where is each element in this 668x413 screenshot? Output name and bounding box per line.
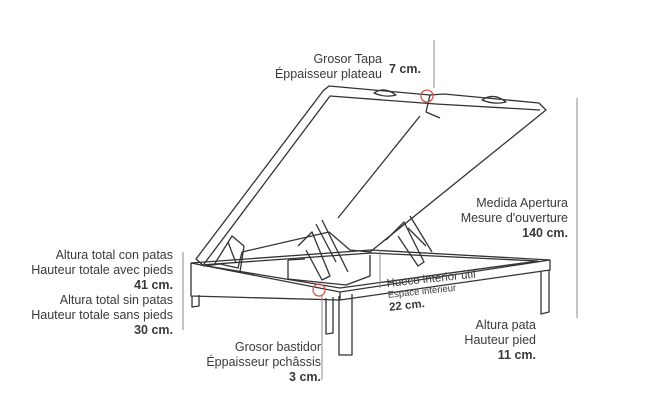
lid-split — [425, 94, 431, 113]
front-right-leg — [338, 294, 353, 356]
grosor-bastidor-fr: Éppaisseur pchâssis — [206, 355, 321, 369]
lid-edge — [203, 95, 541, 265]
label-grosor-bastidor: Grosor bastidor Éppaisseur pchâssis 3 cm… — [180, 340, 321, 385]
divider-top — [287, 258, 306, 261]
altura-con-patas-es: Altura total con patas — [55, 248, 173, 262]
gas-strut — [337, 111, 441, 219]
back-right-leg — [540, 270, 550, 315]
medida-apertura-fr: Mesure d'ouverture — [460, 211, 568, 225]
grosor-bastidor-value: 3 cm. — [289, 370, 321, 384]
grosor-tapa-fr: Éppaisseur plateau — [274, 67, 382, 81]
label-altura-total-con-patas: Altura total con patas Hauteur totale av… — [0, 248, 173, 293]
altura-sin-patas-value: 30 cm. — [134, 323, 173, 337]
grosor-tapa-es: Grosor Tapa — [313, 52, 382, 66]
altura-con-patas-value: 41 cm. — [134, 278, 173, 292]
handle-left — [373, 89, 397, 97]
left-leg — [191, 295, 200, 308]
front-left-leg — [325, 297, 334, 335]
handle-right — [481, 95, 507, 104]
base-inner-rim — [200, 252, 539, 289]
label-medida-apertura: Medida Apertura Mesure d'ouverture 140 c… — [430, 196, 568, 241]
grosor-bastidor-es: Grosor bastidor — [234, 340, 321, 354]
center-divider — [287, 255, 371, 286]
altura-con-patas-fr: Hauteur totale avec pieds — [31, 263, 173, 277]
altura-pata-fr: Hauteur pied — [464, 333, 536, 347]
lift-mechanism-center — [297, 219, 349, 281]
medida-apertura-value: 140 cm. — [522, 226, 568, 240]
grosor-tapa-value: 7 cm. — [389, 62, 421, 76]
base-top-edge — [190, 249, 551, 264]
altura-sin-patas-es: Altura total sin patas — [59, 293, 173, 307]
altura-pata-es: Altura pata — [475, 318, 536, 332]
bed-lid — [195, 85, 547, 269]
highlight-lid-thickness — [420, 89, 434, 103]
altura-sin-patas-fr: Hauteur totale sans pieds — [31, 308, 173, 322]
label-altura-total-sin-patas: Altura total sin patas Hauteur totale sa… — [0, 293, 173, 338]
lift-mechanism-left — [213, 235, 245, 273]
label-grosor-tapa: Grosor Tapa Éppaisseur plateau — [250, 52, 382, 82]
lift-mechanism-right — [385, 215, 433, 267]
medida-apertura-es: Medida Apertura — [476, 196, 568, 210]
label-altura-pata: Altura pata Hauteur pied 11 cm. — [440, 318, 536, 363]
highlight-frame-thickness — [312, 283, 326, 297]
altura-pata-value: 11 cm. — [497, 348, 536, 362]
